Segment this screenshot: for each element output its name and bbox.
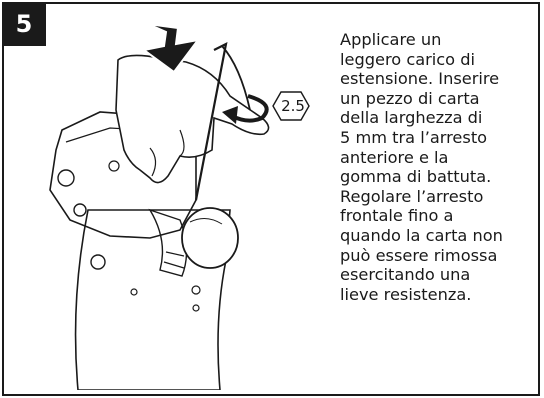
instruction-line: leggero carico di bbox=[340, 49, 476, 69]
instruction-line: un pezzo di carta bbox=[340, 88, 480, 108]
instruction-line: estensione. Inserire bbox=[340, 69, 500, 89]
hexagon-badge-icon bbox=[272, 91, 310, 121]
hand-shape bbox=[115, 54, 270, 184]
instruction-line: esercitando una bbox=[340, 265, 471, 285]
instruction-line: Applicare un bbox=[340, 30, 442, 49]
instruction-text: Applicare un leggero carico di estension… bbox=[340, 30, 536, 304]
rotate-arrow-icon bbox=[222, 94, 269, 124]
instruction-line: gomma di battuta. bbox=[340, 167, 492, 187]
knee-joint-illustration bbox=[49, 23, 310, 390]
allen-key-icon bbox=[194, 42, 251, 201]
instruction-line: anteriore e la bbox=[340, 147, 449, 167]
limb-shape bbox=[74, 209, 231, 390]
front-stop-knob bbox=[181, 207, 239, 269]
step-number-badge: 5 bbox=[2, 2, 46, 46]
tool-size-label: 2.5 bbox=[281, 97, 305, 115]
instruction-line: della larghezza di bbox=[340, 108, 483, 128]
instruction-frame bbox=[2, 2, 540, 396]
down-arrow-icon bbox=[141, 23, 201, 74]
instruction-line: quando la carta non bbox=[340, 225, 503, 245]
instruction-line: può essere rimossa bbox=[340, 245, 498, 265]
instruction-line: Regolare l’arresto bbox=[340, 186, 484, 206]
instruction-line: lieve resistenza. bbox=[340, 284, 472, 304]
instruction-line: 5 mm tra l’arresto bbox=[340, 127, 488, 147]
instruction-line: frontale fino a bbox=[340, 206, 454, 226]
